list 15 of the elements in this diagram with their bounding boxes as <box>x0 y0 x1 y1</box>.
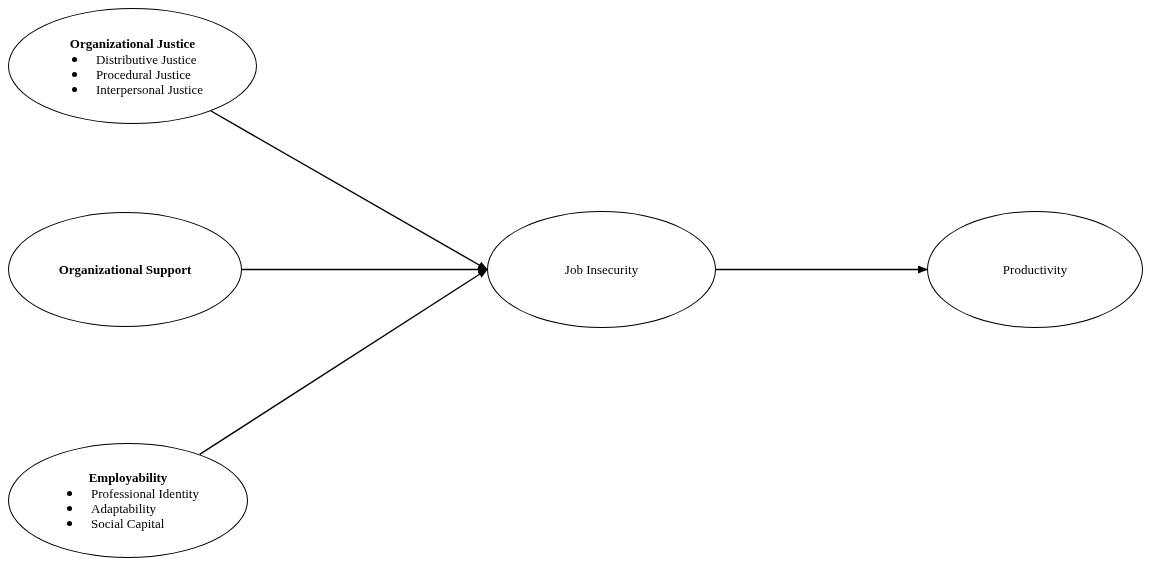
bullet-item: Procedural Justice <box>95 66 191 82</box>
node-label: Job Insecurity <box>564 261 639 278</box>
node-label: Organizational Support <box>58 261 192 278</box>
arrow <box>210 110 488 271</box>
bullet-item: Interpersonal Justice <box>95 81 204 97</box>
arrow <box>199 268 488 456</box>
arrow <box>715 265 928 274</box>
node-heading: Employability <box>88 470 168 486</box>
bullet-item: Distributive Justice <box>95 51 197 67</box>
bullet-item: Professional Identity <box>91 486 199 501</box>
arrow <box>241 265 488 274</box>
bullet-item: Adaptability <box>91 501 156 516</box>
node-heading: Organizational Justice <box>69 35 196 52</box>
node-label: Productivity <box>1002 261 1068 278</box>
bullet-item: Social Capital <box>91 516 165 531</box>
